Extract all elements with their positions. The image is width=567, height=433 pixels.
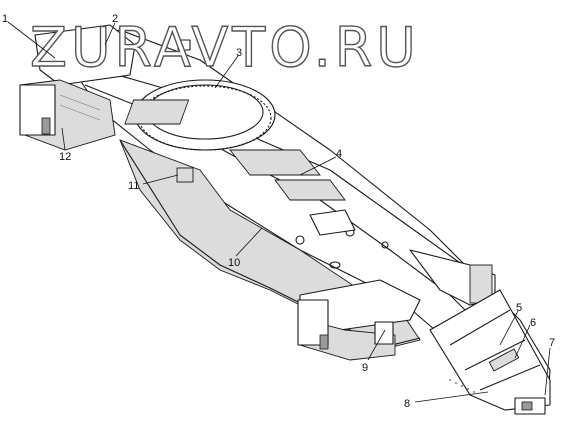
callout-labels: 1 2 3 4 5 6 7 8 9 10 11 12 <box>2 13 555 410</box>
center-crossmember <box>229 149 321 176</box>
leader-10 <box>235 227 263 257</box>
tail-crossbar-2 <box>464 339 526 371</box>
leader-9 <box>367 329 386 361</box>
chassis-frame-drawing <box>19 24 551 415</box>
turntable-center-plate <box>124 99 190 125</box>
leader-5 <box>499 310 519 346</box>
tail-rail-outer <box>429 289 551 411</box>
callout-3: 3 <box>236 47 242 59</box>
callout-10: 10 <box>228 257 240 269</box>
callout-4: 4 <box>336 148 342 160</box>
tail-crossbar-3 <box>479 364 541 391</box>
front-hatch-1 <box>59 94 101 111</box>
leader-2 <box>104 22 116 46</box>
hole-1 <box>295 235 305 245</box>
callout-12: 12 <box>59 151 71 163</box>
front-bracket <box>177 39 191 51</box>
leader-1 <box>7 21 56 59</box>
leader-7 <box>544 347 551 396</box>
tail-crossbar-plate <box>488 348 520 372</box>
front-outrigger-foot <box>41 117 51 135</box>
callout-1: 1 <box>2 13 8 25</box>
leader-12 <box>61 127 66 151</box>
leader-3 <box>214 55 239 89</box>
leader-lines <box>7 21 551 403</box>
hole-4 <box>381 241 389 249</box>
tail-hitch <box>521 401 533 411</box>
callout-11: 11 <box>128 180 139 192</box>
tail-crossbar-1 <box>449 309 511 346</box>
hole-5 <box>329 261 341 269</box>
callout-8: 8 <box>404 398 410 410</box>
callout-5: 5 <box>516 302 522 314</box>
leader-6 <box>514 324 531 359</box>
leader-4 <box>299 156 337 176</box>
tail-rivet-row <box>449 379 475 393</box>
leader-11 <box>142 174 179 185</box>
turntable-ring-teeth <box>138 85 272 151</box>
callout-2: 2 <box>112 13 118 25</box>
front-outrigger-box-top <box>34 24 136 86</box>
leader-8 <box>414 391 489 403</box>
mid-block <box>309 209 356 236</box>
front-hatch-2 <box>59 104 101 121</box>
callout-6: 6 <box>530 317 536 329</box>
rear-outrigger-foot <box>319 334 329 350</box>
rear-bracket <box>374 321 394 345</box>
side-bracket <box>176 167 194 183</box>
callout-7: 7 <box>549 337 555 349</box>
watermark-text: ZURAVTO.RU <box>30 16 420 79</box>
callout-9: 9 <box>362 362 368 374</box>
center-crossmember-2 <box>274 179 346 201</box>
